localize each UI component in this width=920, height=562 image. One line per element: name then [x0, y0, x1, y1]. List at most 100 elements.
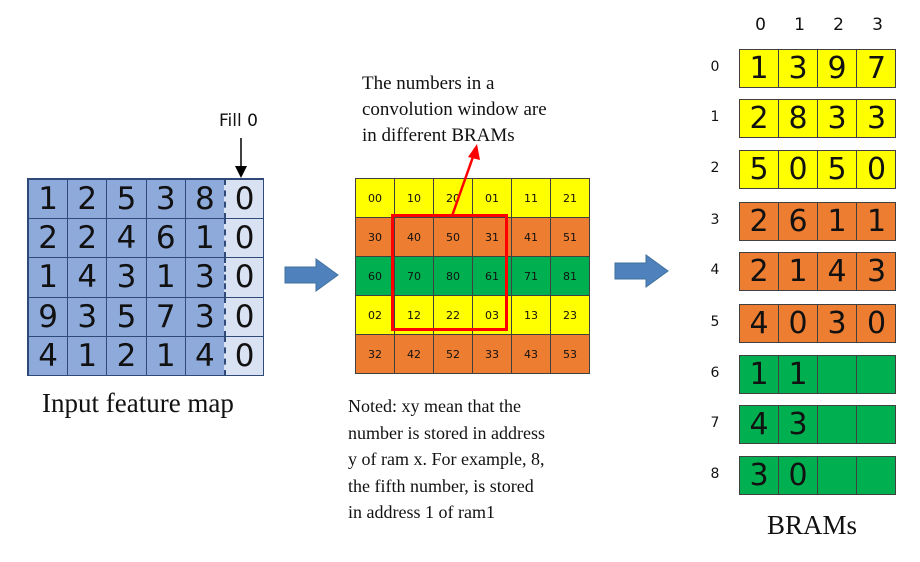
convolution-window	[391, 214, 508, 331]
input-cell: 9	[28, 296, 69, 337]
bram-cell: 7	[866, 51, 887, 86]
bram-cell: 1	[866, 204, 887, 239]
note-line: number is stored in address	[348, 422, 545, 443]
address-cell: 10	[394, 178, 434, 218]
input-cell: 4	[106, 218, 147, 259]
address-cell: 41	[511, 217, 551, 257]
address-cell: 52	[433, 334, 473, 374]
input-cell: 1	[28, 179, 69, 220]
bram-cell: 3	[818, 305, 857, 342]
input-cell: 1	[184, 218, 225, 259]
address-cell: 21	[550, 178, 590, 218]
padding-cell: 0	[224, 335, 265, 376]
input-feature-map-title: Input feature map	[42, 388, 234, 418]
address-cell: 13	[511, 295, 551, 335]
bram-row-label: 1	[710, 109, 720, 125]
input-cell: 4	[28, 335, 69, 376]
bram-column-label: 0	[755, 15, 766, 35]
bram-cell: 5	[818, 151, 857, 188]
input-cell: 4	[67, 257, 108, 298]
bram-row-label: 0	[710, 59, 720, 75]
bram-cell: 9	[818, 50, 857, 87]
window-annotation: The numbers in a convolution window are …	[362, 71, 547, 149]
bram-cell: 8	[779, 100, 818, 137]
address-cell: 70	[394, 256, 434, 296]
bram-cell: 0	[866, 152, 887, 187]
input-cell: 2	[67, 218, 108, 259]
bram-cell: 1	[740, 50, 779, 87]
address-note: Noted: xy mean that the number is stored…	[348, 393, 545, 526]
input-cell: 3	[184, 257, 225, 298]
note-line: y of ram x. For example, 8,	[348, 449, 545, 469]
bram-cell: 2	[740, 100, 779, 137]
address-cell: 32	[355, 334, 395, 374]
input-cell: 1	[145, 335, 186, 376]
note-line: in address 1 of ram1	[348, 502, 495, 522]
bram-cell: 1	[740, 356, 779, 393]
bram-cell: 6	[779, 203, 818, 240]
bram-cell: 3	[740, 457, 779, 494]
address-cell: 51	[550, 217, 590, 257]
address-cell: 42	[394, 334, 434, 374]
address-cell: 02	[355, 295, 395, 335]
flow-arrow-1	[284, 258, 339, 292]
fill-zero-arrow	[235, 138, 247, 178]
address-cell: 11	[511, 178, 551, 218]
address-cell: 60	[355, 256, 395, 296]
bram-cell: 2	[740, 253, 779, 290]
padding-cell: 0	[224, 218, 265, 259]
input-cell: 6	[145, 218, 186, 259]
input-cell: 3	[184, 296, 225, 337]
bram-row-label: 8	[710, 466, 720, 482]
padding-cell: 0	[224, 257, 265, 298]
input-cell: 3	[145, 179, 186, 220]
input-cell: 1	[145, 257, 186, 298]
bram-cell: 0	[779, 151, 818, 188]
input-cell: 7	[145, 296, 186, 337]
bram-cell: 1	[779, 356, 818, 393]
address-cell: 81	[550, 256, 590, 296]
bram-cell: 3	[779, 406, 818, 443]
input-cell: 4	[184, 335, 225, 376]
annotation-line: The numbers in a	[362, 73, 495, 94]
input-cell: 8	[184, 179, 225, 220]
input-cell: 5	[106, 179, 147, 220]
bram-cell	[857, 457, 896, 494]
bram-column-label: 1	[794, 15, 805, 35]
bram-cell: 4	[818, 253, 857, 290]
address-cell: 71	[511, 256, 551, 296]
bram-row-label: 7	[710, 415, 720, 431]
input-cell: 2	[106, 335, 147, 376]
fill-zero-label: Fill 0	[219, 111, 258, 131]
bram-cell	[818, 356, 857, 393]
bram-cell: 3	[818, 100, 857, 137]
bram-cell	[857, 406, 896, 443]
padding-cell: 0	[224, 179, 265, 220]
input-cell: 5	[106, 296, 147, 337]
bram-cell	[818, 457, 857, 494]
input-cell: 2	[28, 218, 69, 259]
bram-cell: 0	[866, 306, 887, 341]
bram-cell: 1	[779, 253, 818, 290]
bram-cell: 3	[866, 101, 887, 136]
bram-cell: 3	[866, 254, 887, 289]
note-line: the fifth number, is stored	[348, 475, 534, 496]
bram-cell: 4	[740, 406, 779, 443]
address-cell: 33	[472, 334, 512, 374]
bram-row-label: 4	[710, 262, 720, 278]
address-cell: 53	[550, 334, 590, 374]
note-line: Noted: xy mean that the	[348, 396, 521, 416]
bram-cell: 5	[740, 151, 779, 188]
bram-cell	[857, 356, 896, 393]
address-cell: 43	[511, 334, 551, 374]
bram-column-label: 3	[872, 15, 883, 35]
